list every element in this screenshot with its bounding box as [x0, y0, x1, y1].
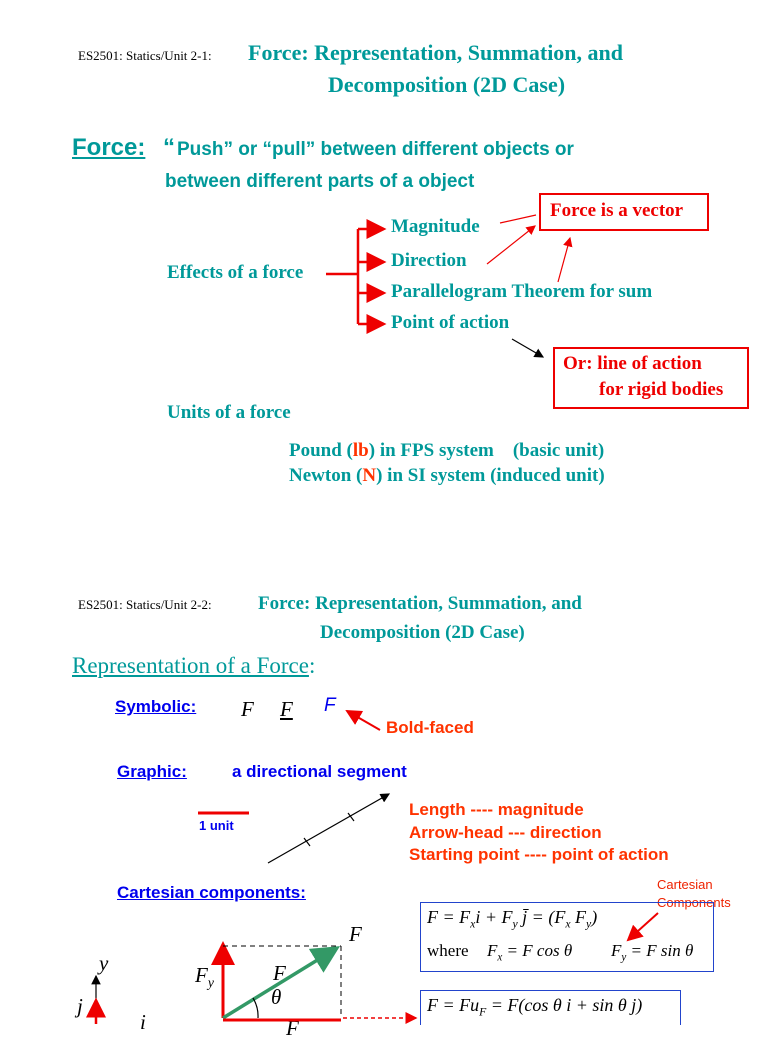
graphic-label: Graphic:	[117, 762, 187, 781]
cartesian-note-line1: Cartesian	[657, 877, 713, 892]
force-Fy-label: Fy	[195, 963, 214, 991]
theta-arc	[252, 997, 259, 1019]
force-F-top-label: F	[349, 922, 362, 946]
symbolic-label: Symbolic:	[115, 697, 197, 716]
definition-quote: “	[163, 134, 175, 161]
equation-1-fy: Fy = F sin θ	[611, 941, 694, 964]
units-label: Units of a force	[167, 402, 291, 423]
slide1-connectors	[326, 214, 573, 358]
slide1-header-code: ES2501: Statics/Unit 2-1:	[78, 48, 212, 63]
unit-newton-pre: Newton (	[289, 465, 363, 486]
line-of-action-line1: Or: line of action	[563, 353, 702, 374]
graphic-note-arrowhead: Arrow-head --- direction	[409, 823, 602, 842]
directional-segment	[267, 793, 391, 864]
unit-pound: Pound (lb) in FPS system (basic unit)	[289, 440, 604, 462]
axis-y-label: y	[99, 951, 109, 975]
force-Fx-label: F	[286, 1016, 299, 1040]
symbol-italic-F: F	[241, 697, 254, 721]
force-label: Force:	[72, 134, 146, 161]
line-of-action-box: Or: line of action for rigid bodies	[553, 347, 749, 409]
effect-parallelogram: Parallelogram Theorem for sum	[391, 281, 653, 302]
section-title: Representation of a Force:	[72, 653, 315, 679]
vector-box: Force is a vector	[539, 193, 709, 231]
segment-tick-1	[303, 837, 311, 847]
equation-box-1: F = Fxi + Fy j̄ = (Fx Fy) where Fx = F c…	[420, 902, 714, 972]
force-F-mid-label: F	[273, 961, 286, 985]
unit-newton-symbol: N	[362, 465, 377, 486]
line-of-action-line2: for rigid bodies	[599, 379, 724, 400]
theta-label: θ	[271, 985, 282, 1009]
bold-faced-pointer	[345, 710, 381, 731]
unit-pound-post: ) in FPS system (basic unit)	[368, 440, 605, 461]
effect-magnitude: Magnitude	[391, 216, 480, 237]
effect-direction: Direction	[391, 250, 467, 271]
unit-vector-j-label: j	[77, 994, 83, 1018]
unit-newton-post: ) in SI system (induced unit)	[376, 465, 605, 486]
graphic-description: a directional segment	[232, 762, 407, 781]
effect-point-of-action: Point of action	[391, 312, 510, 333]
slide2-header-code: ES2501: Statics/Unit 2-2:	[78, 597, 212, 612]
symbol-underlined-F: F	[280, 697, 293, 721]
vector-box-text: Force is a vector	[550, 200, 684, 221]
unit-newton: Newton (N) in SI system (induced unit)	[289, 465, 605, 487]
unit-label: 1 unit	[199, 818, 234, 833]
pointer-parallelogram	[557, 236, 573, 283]
pointer-line-of-action	[511, 338, 545, 358]
slide1-title-line1: Force: Representation, Summation, and	[248, 40, 624, 65]
Fy-main: F	[195, 963, 208, 987]
unit-pound-symbol: lb	[352, 440, 369, 461]
slide1-title-line2: Decomposition (2D Case)	[328, 72, 566, 97]
symbol-bold-F: F	[324, 695, 336, 716]
section-title-colon: :	[308, 653, 316, 678]
effects-label: Effects of a force	[167, 262, 304, 283]
segment-tick-2	[347, 812, 355, 822]
pointer-magnitude	[499, 214, 537, 224]
unit-vector-i-label: i	[140, 1010, 146, 1034]
bold-faced-note: Bold-faced	[386, 718, 474, 737]
equation-1-where: where	[427, 941, 469, 960]
equation-1-fx: Fx = F cos θ	[487, 941, 573, 964]
definition-line1: Push” or “pull” between different object…	[177, 139, 574, 160]
section-title-text: Representation of a Force	[72, 653, 309, 678]
equation-1: F = Fxi + Fy j̄ = (Fx Fy)	[427, 907, 598, 931]
graphic-note-length: Length ---- magnitude	[409, 800, 584, 819]
slide2-title-line1: Force: Representation, Summation, and	[258, 593, 582, 614]
graphic-note-starting-point: Starting point ---- point of action	[409, 845, 669, 864]
cartesian-label: Cartesian components:	[117, 883, 306, 902]
pointer-direction	[486, 225, 536, 265]
unit-pound-pre: Pound (	[289, 440, 353, 461]
definition-line2: between different parts of a object	[165, 171, 475, 192]
slide2-title-line2: Decomposition (2D Case)	[320, 622, 525, 643]
equation-box-2: F = FuF = F(cos θ i + sin θ j)	[420, 990, 681, 1025]
equation-2: F = FuF = F(cos θ i + sin θ j)	[427, 995, 643, 1019]
